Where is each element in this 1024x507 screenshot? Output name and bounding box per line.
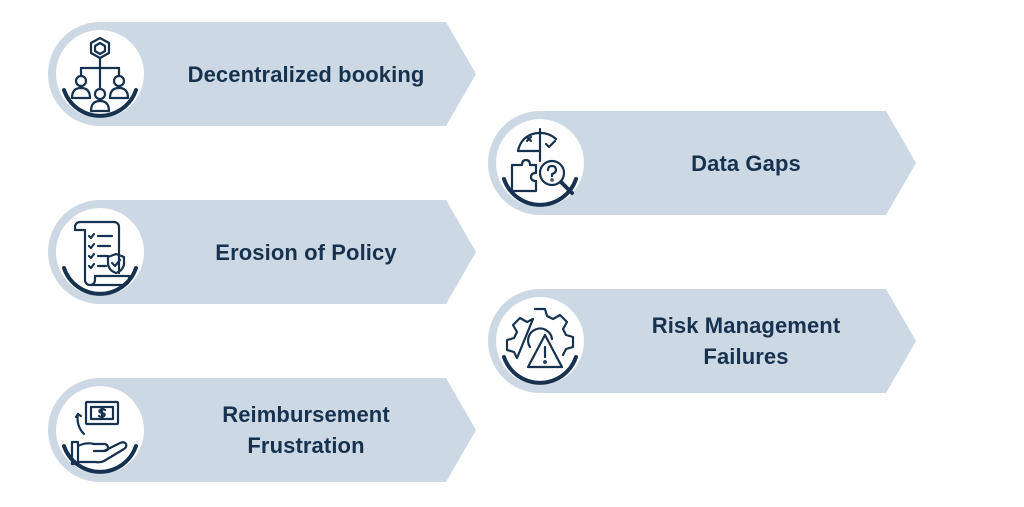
card-reimbursement-frustration: Reimbursement Frustration <box>48 378 476 482</box>
card-label-line: Erosion of Policy <box>215 239 397 265</box>
card-label-line: Frustration <box>247 433 365 458</box>
card-erosion-of-policy: Erosion of Policy <box>48 200 476 304</box>
card-label: Decentralized booking <box>156 22 456 126</box>
card-label-line: Reimbursement <box>222 402 390 427</box>
card-decentralized-booking: Decentralized booking <box>48 22 476 126</box>
card-label-line: Decentralized booking <box>187 61 425 87</box>
card-risk-management-failures: Risk Management Failures <box>488 289 916 393</box>
card-data-gaps: Data Gaps <box>488 111 916 215</box>
card-label-line: Failures <box>703 344 789 369</box>
card-label-line: Data Gaps <box>691 150 801 176</box>
gear-warning-icon <box>494 295 586 387</box>
puzzle-magnifier-icon <box>494 117 586 209</box>
card-label: Reimbursement Frustration <box>156 378 456 482</box>
hand-money-icon <box>54 384 146 476</box>
card-label: Data Gaps <box>596 111 896 215</box>
card-label: Erosion of Policy <box>156 200 456 304</box>
card-label-line: Risk Management <box>651 313 841 338</box>
policy-scroll-icon <box>54 206 146 298</box>
network-people-icon <box>54 28 146 120</box>
card-label: Risk Management Failures <box>596 289 896 393</box>
